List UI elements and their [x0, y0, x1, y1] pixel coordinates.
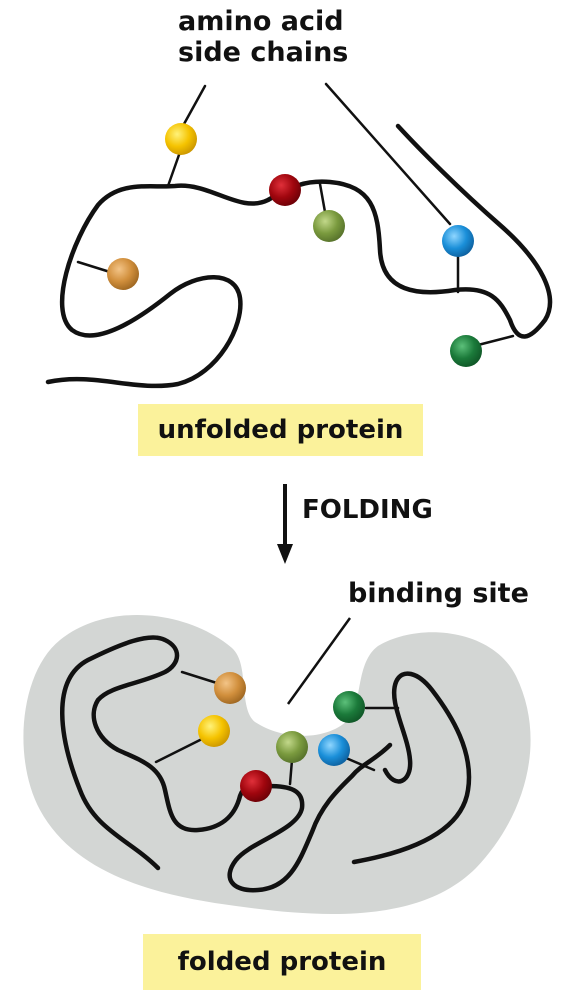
- folded-chain-group: [60, 635, 472, 893]
- callout-line-yellow: [182, 84, 207, 126]
- binding-site-callout-line: [286, 617, 352, 705]
- side-chain-lgreen: [313, 210, 345, 242]
- side-chain-dgreen: [450, 335, 482, 367]
- side-chain-orange: [107, 258, 139, 290]
- stem-orange: [76, 260, 112, 274]
- folded-side-chain-yellow: [198, 715, 230, 747]
- side-chains-label: amino acid side chains: [178, 6, 348, 68]
- side-chain-blue: [442, 225, 474, 257]
- stem-yellow: [166, 150, 182, 188]
- folded-side-chain-orange: [214, 672, 246, 704]
- side-chains-label-line2: side chains: [178, 37, 349, 69]
- stem-lgreen-folded: [288, 758, 294, 786]
- folded-protein-background: [23, 615, 531, 915]
- side-chain-red: [269, 174, 301, 206]
- stem-dgreen: [476, 334, 515, 347]
- folded-side-chain-blue: [318, 734, 350, 766]
- unfolded-side-chains: [107, 123, 482, 367]
- folded-side-chain-red: [240, 770, 272, 802]
- binding-site-label: binding site: [348, 578, 529, 609]
- side-chain-yellow: [165, 123, 197, 155]
- folded-side-chain-dgreen: [333, 691, 365, 723]
- side-chains-label-line1: amino acid: [178, 6, 344, 37]
- stem-orange-folded: [180, 670, 222, 686]
- folded-side-chain-lgreen: [276, 731, 308, 763]
- unfolded-protein-label: unfolded protein: [138, 404, 423, 456]
- folded-chain-left: [60, 635, 393, 893]
- stem-yellow-folded: [154, 736, 206, 764]
- folding-label: FOLDING: [302, 495, 433, 525]
- unfolded-chain: [45, 123, 553, 389]
- folded-side-chains: [198, 672, 365, 802]
- callout-line-blue: [324, 82, 452, 226]
- folding-arrow: [277, 484, 293, 564]
- stem-blue-folded: [344, 756, 376, 772]
- folded-chain-right: [351, 671, 472, 865]
- stem-lgreen: [318, 182, 327, 214]
- folded-protein-label: folded protein: [143, 934, 421, 990]
- unfolded-protein: [45, 82, 553, 389]
